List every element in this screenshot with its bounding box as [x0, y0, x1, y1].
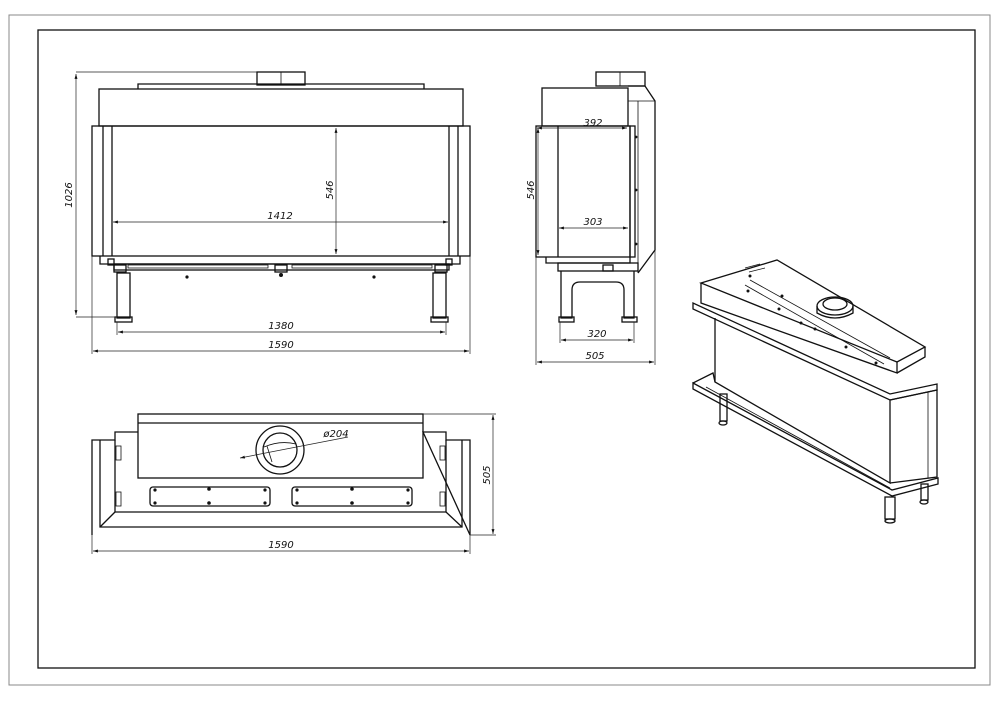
drawing-frame — [37, 29, 976, 669]
top-box — [137, 413, 424, 479]
flue-outlet — [255, 425, 305, 475]
firebox-front — [714, 318, 891, 485]
firebox-side — [889, 389, 938, 484]
flue-collar — [816, 296, 854, 316]
top-flange — [692, 301, 938, 401]
dim-overall-height: 1026 — [64, 182, 75, 207]
dim-leg-span: 320 — [587, 329, 606, 340]
front-view: 1026 546 1412 1380 1590 — [64, 71, 471, 354]
leg-frame — [560, 271, 635, 319]
dim-overall-width: 1590 — [268, 340, 293, 351]
bottom-frame — [692, 381, 939, 497]
dim-leg-span: 1380 — [268, 321, 293, 332]
base-rail — [99, 256, 461, 265]
outer-frame — [91, 431, 471, 536]
top-box-lid — [699, 259, 927, 363]
dim-glass-height: 546 — [325, 180, 336, 199]
dim-glass-depth: 303 — [583, 217, 602, 228]
firebox-body — [535, 125, 631, 258]
top-view: ø204 505 1590 — [91, 413, 496, 554]
flue-collar — [595, 71, 646, 87]
sheet-border — [8, 14, 991, 686]
leg — [884, 496, 896, 520]
service-panel-left — [149, 486, 271, 507]
top-box — [98, 88, 464, 127]
firebox-body — [91, 125, 471, 257]
dim-glass-width: 1412 — [267, 211, 292, 222]
isometric-view — [692, 259, 939, 524]
dim-overall-width: 1590 — [268, 540, 293, 551]
dim-flue-diameter: ø204 — [322, 429, 348, 440]
dim-glass-height: 546 — [526, 180, 537, 199]
leg-right — [432, 272, 447, 319]
dim-top-depth: 392 — [583, 118, 602, 129]
service-panel-right — [291, 486, 413, 507]
dim-overall-depth: 505 — [482, 465, 493, 484]
back-panel — [628, 85, 656, 274]
leg-left — [116, 272, 131, 319]
side-view: 392 546 303 320 505 — [526, 71, 656, 365]
dim-overall-depth: 505 — [585, 351, 604, 362]
top-plate — [137, 83, 425, 89]
